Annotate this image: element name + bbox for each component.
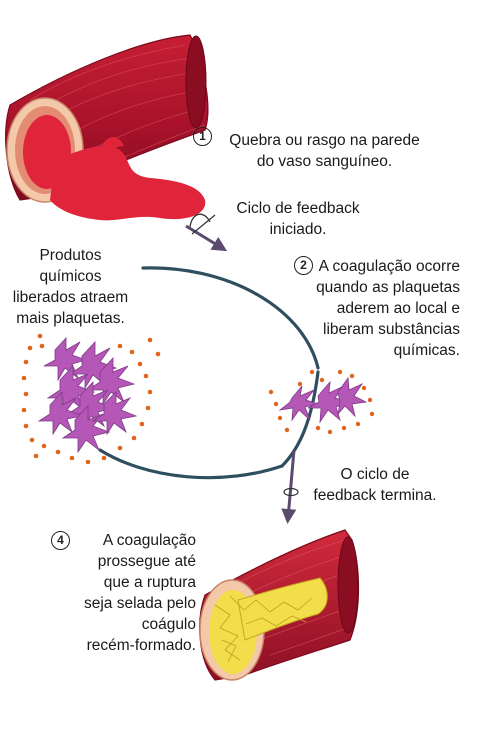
step-2-line: quando as plaquetas [316,279,460,296]
step-3-line: químicos [39,268,102,285]
torn-vessel [5,34,209,221]
step-1-line: do vaso sanguíneo. [256,153,393,170]
step-3-line: mais plaquetas. [16,310,125,327]
step-3-line: liberados atraem [12,289,129,306]
step-4-line: seja selada pelo [83,595,196,612]
loop-end-line: feedback termina. [313,487,437,504]
step-4-line: que a ruptura [103,574,196,591]
feedback-cycle [98,266,320,480]
step-3-label: Produtos químicos liberados atraem mais … [8,245,133,329]
step-4-line: A coagulação [102,532,196,549]
loop-end-line: O ciclo de [340,466,410,483]
step-4-label: A coagulação prossegue até que a ruptura… [60,530,196,656]
step-3-line: Produtos [39,247,102,264]
loop-start-line: iniciado. [269,221,327,238]
loop-start-line: Ciclo de feedback [236,200,360,217]
step-1-label: Quebra ou rasgo na parede do vaso sanguí… [222,130,427,172]
loop-end-arrow [281,449,299,524]
chemical-dots-large [21,333,161,465]
chemical-dots-small [268,369,375,435]
loop-start-label: Ciclo de feedback iniciado. [222,198,374,240]
step-1-line: Quebra ou rasgo na parede [229,132,420,149]
step-4-line: recém-formado. [86,637,196,654]
loop-end-label: O ciclo de feedback termina. [305,464,445,506]
step-2-number: 2 [294,256,313,275]
step-1-number: 1 [193,127,212,146]
step-2-line: químicas. [393,342,460,359]
step-4-line: coágulo [141,616,196,633]
step-4-number: 4 [51,531,70,550]
step-2-line: aderem ao local e [336,300,460,317]
step-2-line: A coagulação ocorre [318,258,460,275]
step-4-line: prossegue até [97,553,196,570]
platelet-cluster-small [278,376,368,424]
loop-start-arrow [185,213,228,252]
sealed-vessel [199,529,360,681]
step-2-label: A coagulação ocorre quando as plaquetas … [310,256,460,361]
step-2-line: liberam substâncias [323,321,460,338]
platelet-cluster-large [37,336,138,454]
